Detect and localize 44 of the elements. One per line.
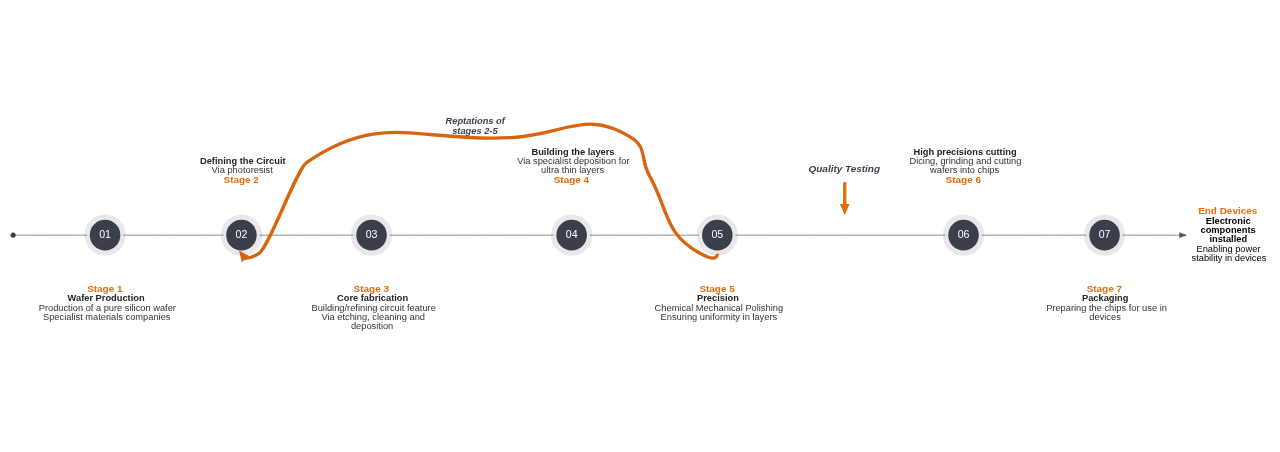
node-label: Stage 3 <box>353 282 389 294</box>
connector <box>389 234 554 236</box>
connector <box>15 234 88 236</box>
node-label: Packaging <box>1082 293 1129 304</box>
node-circle: 01 <box>84 214 126 256</box>
node-label: High precisions cutting <box>913 146 1017 157</box>
node-label: Chemical Mechanical Polishing <box>654 302 784 313</box>
node-text: Quality Testing <box>808 162 880 174</box>
node-circle: 05 <box>696 214 738 256</box>
node-text: End Devices Electronic components installed Enabling power stability in devices <box>1191 205 1267 263</box>
node-label: Stage 7 <box>1086 282 1123 294</box>
node-circle: 02 <box>220 214 263 256</box>
node-label: Preparing the chips for use in devices <box>1046 302 1167 322</box>
node-label: Specialist materials companies <box>43 311 171 322</box>
node-label: Stage 1 <box>87 282 123 294</box>
node-label: Stage 5 <box>699 282 735 294</box>
node-label: Via photoresist <box>211 165 273 176</box>
node-label: Production of a pure silicon wafer <box>38 302 176 313</box>
node-circle: 03 <box>350 214 393 256</box>
connector <box>122 234 224 236</box>
arrow <box>238 122 719 263</box>
node-circle: 07 <box>1084 214 1126 256</box>
node-label: Building/refining circuit feature <box>311 302 436 313</box>
node-circle: 04 <box>551 214 593 256</box>
node-label: Via etching, cleaning and deposition <box>321 311 425 332</box>
node-circle <box>10 232 16 238</box>
node-label: Wafer Production <box>67 293 145 304</box>
node-label: Precision <box>697 293 739 304</box>
node-label: Stage 2 <box>223 174 259 186</box>
connector <box>735 234 946 236</box>
node-circle: 06 <box>942 214 985 256</box>
node-label: Ensuring uniformity in layers <box>660 311 778 322</box>
connector <box>589 234 700 236</box>
node-label: Stage 4 <box>553 174 590 186</box>
connector <box>259 234 354 236</box>
node-label: Core fabrication <box>337 293 409 304</box>
node-label: Stage 6 <box>945 174 981 186</box>
edge-label: Reptations of stages 2-5 <box>445 116 505 136</box>
arrow <box>1122 232 1187 238</box>
node-label: Via specialist deposition for ultra thin layers <box>517 155 630 176</box>
node-label: Defining the Circuit <box>199 155 286 166</box>
node-label: Dicing, grinding and cutting wafers into chips <box>909 155 1022 176</box>
node-label: Building the layers <box>531 146 615 157</box>
connector <box>981 234 1087 236</box>
